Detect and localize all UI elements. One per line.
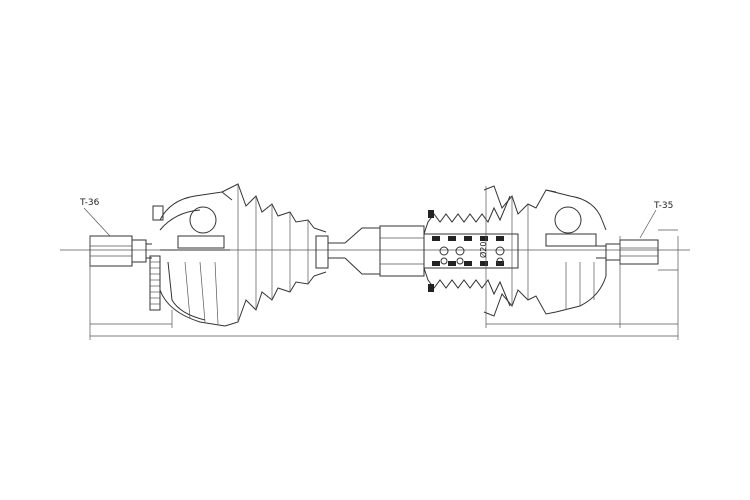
right-boot (483, 185, 557, 317)
inner-boot (423, 195, 511, 307)
left-boot (221, 183, 329, 327)
center-damper (379, 225, 519, 277)
inner-joint-cage (432, 236, 505, 266)
right-spline-stub (605, 239, 659, 265)
right-spline-label: T-35 (653, 201, 673, 211)
left-spline-label: T-36 (79, 198, 100, 208)
left-shaft (328, 227, 380, 275)
shaft-diameter-label: Ø20 (478, 242, 488, 258)
left-spline-stub (89, 235, 152, 267)
right-spline-leader (639, 209, 657, 239)
left-outer-joint (159, 191, 233, 327)
dimension-lines (89, 186, 679, 340)
left-spline-leader (83, 207, 111, 237)
right-outer-joint (545, 189, 607, 313)
